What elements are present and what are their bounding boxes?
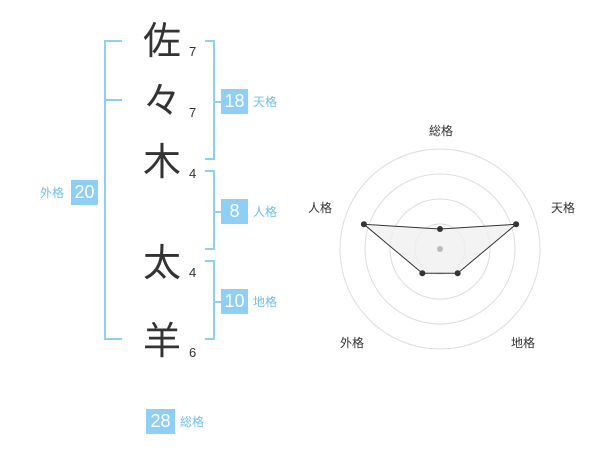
tenkaku-bracket-connector <box>213 101 221 103</box>
radar-axis-label-tenkaku: 天格 <box>551 201 576 215</box>
name-char-1: 佐 <box>143 19 182 63</box>
radar-point-3 <box>419 270 426 277</box>
stroke-count-5: 6 <box>189 345 197 360</box>
chikaku-bracket-bottom <box>205 338 215 340</box>
stroke-count-4: 4 <box>189 265 197 280</box>
radar-axis-label-soukaku: 総格 <box>429 124 454 138</box>
tenkaku-bracket-top <box>205 40 215 42</box>
gaikaku-bracket-mid <box>104 99 122 101</box>
jinkaku-bracket-bottom <box>205 248 215 250</box>
jinkaku-value-badge: 8 <box>221 199 248 224</box>
gaikaku-bracket-top <box>104 40 122 42</box>
radar-ring-4 <box>339 148 541 350</box>
tenkaku-value-badge: 18 <box>221 89 248 114</box>
tenkaku-bracket-vertical <box>213 40 215 160</box>
radar-ring-2 <box>389 198 491 300</box>
chikaku-label: 地格 <box>253 295 278 309</box>
radar-point-1 <box>513 221 520 228</box>
name-char-4: 太 <box>143 241 182 285</box>
stroke-count-1: 7 <box>189 44 197 59</box>
jinkaku-bracket-connector <box>213 211 221 213</box>
radar-axis-label-chikaku: 地格 <box>511 336 536 350</box>
radar-point-2 <box>454 270 461 277</box>
chikaku-bracket-top <box>205 260 215 262</box>
radar-center-dot <box>437 246 443 252</box>
radar-ring-3 <box>364 173 516 325</box>
jinkaku-bracket-top <box>205 170 215 172</box>
radar-axis-label-gaikaku: 外格 <box>340 336 365 350</box>
name-char-5: 羊 <box>143 319 182 363</box>
jinkaku-bracket-vertical <box>213 170 215 250</box>
gaikaku-value-badge: 20 <box>71 180 98 205</box>
gaikaku-bracket-vertical <box>104 40 106 340</box>
radar-point-0 <box>437 226 443 232</box>
soukaku-value-badge: 28 <box>146 409 175 434</box>
chikaku-value-badge: 10 <box>221 289 248 314</box>
name-char-3: 木 <box>143 140 182 184</box>
tenkaku-label: 天格 <box>253 95 278 109</box>
stroke-count-2: 7 <box>189 105 197 120</box>
gaikaku-bracket-bottom <box>104 338 122 340</box>
gaikaku-label: 外格 <box>40 186 65 200</box>
chikaku-bracket-connector <box>213 301 221 303</box>
radar-point-4 <box>360 221 367 228</box>
stroke-count-3: 4 <box>189 166 197 181</box>
soukaku-label: 総格 <box>180 415 205 429</box>
radar-axis-label-jinkaku: 人格 <box>308 201 333 215</box>
jinkaku-label: 人格 <box>253 205 278 219</box>
name-char-2: 々 <box>143 79 182 123</box>
tenkaku-bracket-bottom <box>205 158 215 160</box>
chikaku-bracket-vertical <box>213 260 215 340</box>
